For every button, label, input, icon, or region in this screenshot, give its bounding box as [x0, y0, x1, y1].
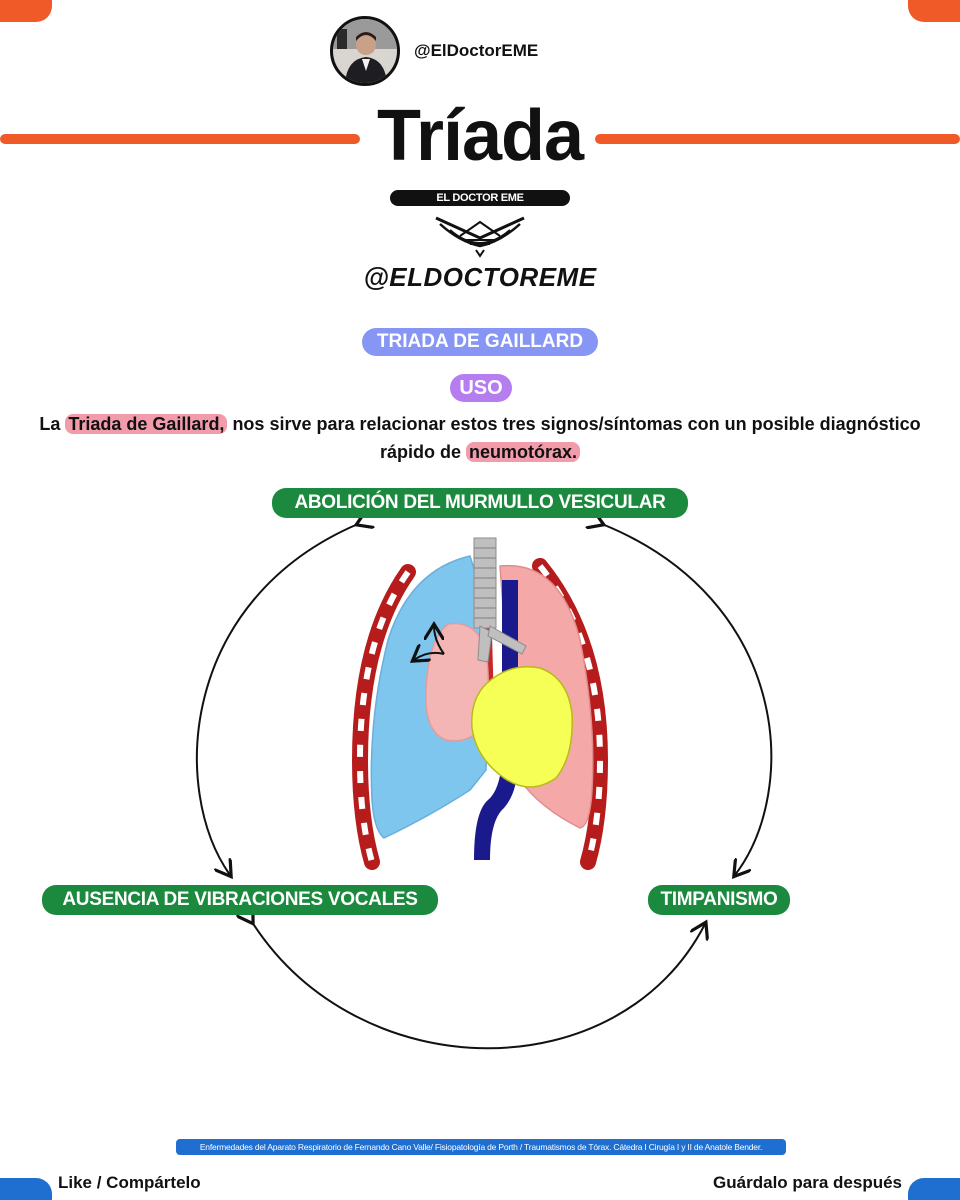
- profile-handle[interactable]: @ElDoctorEME: [414, 41, 539, 60]
- use-badge: USO: [450, 374, 512, 402]
- aorta: [474, 580, 518, 860]
- corner-decoration-bottom-left: [0, 1178, 52, 1200]
- title-rule-right: [595, 134, 960, 144]
- arrow-top-to-left: [195, 524, 358, 875]
- profile-header: @ElDoctorEME: [330, 16, 538, 86]
- trachea-icon: [473, 537, 527, 663]
- brand-handle: @ELDOCTOREME: [363, 262, 597, 292]
- avatar-photo-icon: [333, 19, 397, 83]
- sign-tympanism: TIMPANISMO: [648, 885, 790, 915]
- title-rule-left: [0, 134, 360, 144]
- rib-cage-left-icon: [351, 564, 416, 870]
- collapse-arrows-icon: [414, 626, 445, 660]
- brand-emblem-icon: [430, 212, 530, 265]
- description-highlight-1: Triada de Gaillard,: [65, 414, 228, 434]
- brand-name-badge: EL DOCTOR EME: [390, 190, 570, 206]
- description-highlight-2: neumotórax.: [465, 442, 581, 462]
- corner-decoration-top-right: [908, 0, 960, 22]
- like-share-label: Like / Compártelo: [58, 1173, 201, 1192]
- avatar: [330, 16, 400, 86]
- heart: [471, 666, 573, 788]
- corner-decoration-bottom-right: [908, 1178, 960, 1200]
- description-part-2: nos sirve para relacionar estos tres sig…: [227, 414, 921, 462]
- description-text: La Triada de Gaillard, nos sirve para re…: [20, 410, 940, 466]
- arrow-top-to-right: [602, 524, 773, 875]
- arrow-left-to-right: [252, 922, 705, 1050]
- sign-absent-breath-sounds: ABOLICIÓN DEL MURMULLO VESICULAR: [272, 488, 688, 518]
- reference-note: Enfermedades del Aparato Respiratorio de…: [176, 1139, 786, 1155]
- description-part-1: La: [39, 414, 66, 434]
- triad-name-badge: TRIADA DE GAILLARD: [362, 328, 598, 356]
- save-for-later-label: Guárdalo para después: [713, 1173, 902, 1192]
- sign-absent-vocal-fremitus: AUSENCIA DE VIBRACIONES VOCALES: [42, 885, 438, 915]
- page-title: Tríada: [376, 96, 584, 176]
- corner-decoration-top-left: [0, 0, 52, 22]
